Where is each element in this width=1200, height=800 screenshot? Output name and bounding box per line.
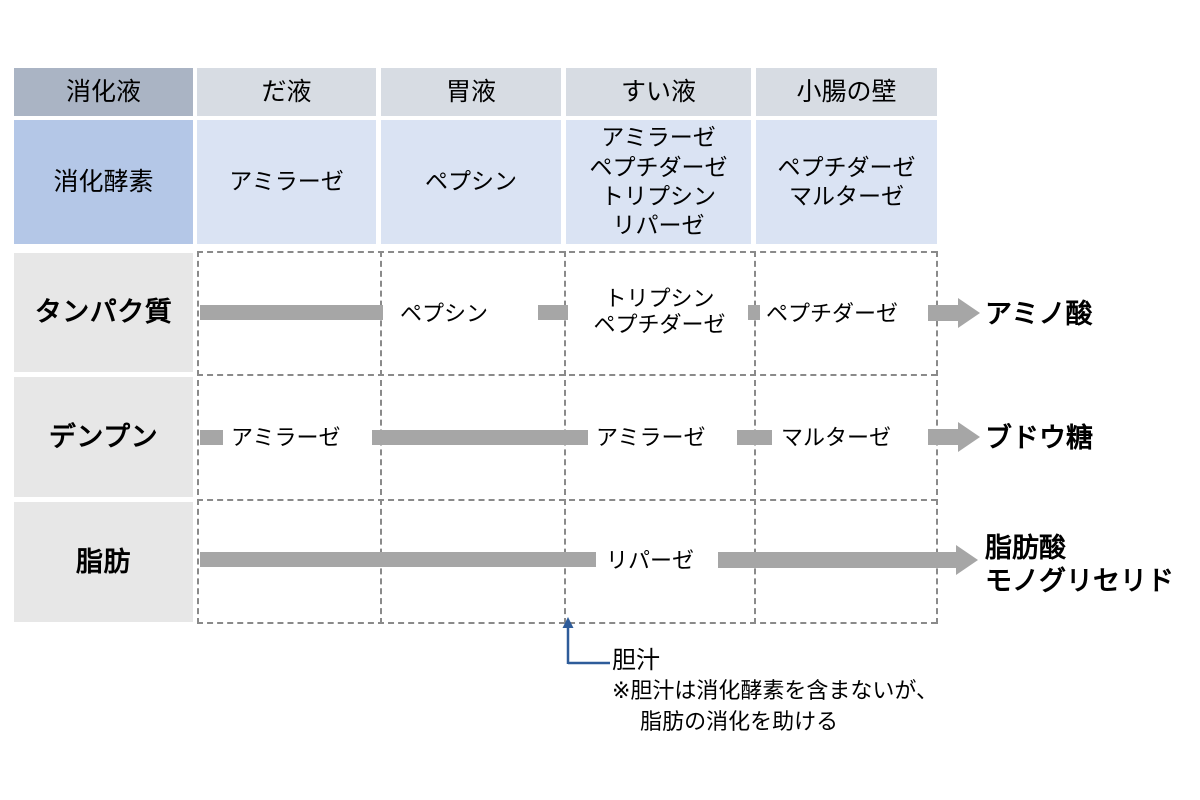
nutrient-label-protein: タンパク質 [14,253,193,372]
fat-lane-label-lipase: リパーゼ [606,548,695,573]
header-column-saliva: だ液 [197,68,376,116]
starch-lane-label-maltase: マルターゼ [781,425,892,450]
bile-callout-leader-line-icon [562,617,610,665]
protein-lane-label-trypsin: トリプシン ペプチダーゼ [593,286,726,337]
starch-bar-segment-3 [737,430,772,445]
fat-bar-segment-1 [200,552,596,567]
starch-bar-segment-2 [372,430,588,445]
grid-hline-top [197,251,937,253]
protein-lane-label-peptidase: ペプチダーゼ [766,301,899,326]
nutrient-label-starch: デンプン [14,377,193,497]
starch-result-arrow-icon [928,422,980,452]
header-column-gastric-juice: 胃液 [381,68,561,116]
starch-lane-label-amylase-1: アミラーゼ [231,425,341,450]
protein-bar-segment-3 [748,305,760,320]
grid-vline-0 [197,251,199,624]
protein-lane-label-pepsin: ペプシン [400,301,489,326]
starch-bar-segment-1 [200,430,223,445]
protein-bar-segment-1 [200,305,383,320]
enzyme-cell-saliva: アミラーゼ [197,120,376,244]
starch-lane-label-amylase-2: アミラーゼ [596,425,706,450]
protein-product-label: アミノ酸 [985,299,1093,329]
enzyme-cell-intestinal-wall: ペプチダーゼ マルターゼ [756,120,937,244]
bile-callout-note-line1: ※胆汁は消化酵素を含まないが、 [612,678,938,703]
protein-result-arrow-icon [928,298,980,328]
bile-callout-note-line2: 脂肪の消化を助ける [612,709,839,734]
grid-hline-2 [197,499,937,501]
nutrient-label-fat: 脂肪 [14,502,193,622]
enzyme-cell-gastric-juice: ペプシン [381,120,561,244]
protein-bar-segment-2 [538,305,568,320]
fat-result-arrow-icon [718,545,980,575]
header-column-intestinal-wall: 小腸の壁 [756,68,937,116]
header-digestive-juice-label: 消化液 [14,68,193,116]
starch-product-label: ブドウ糖 [985,423,1093,453]
grid-hline-1 [197,374,937,376]
bile-callout-title: 胆汁 [612,647,660,674]
fat-product-label: 脂肪酸 モノグリセリド [985,533,1174,596]
header-digestive-enzyme-label: 消化酵素 [14,120,193,244]
header-column-pancreatic-juice: すい液 [566,68,751,116]
enzyme-cell-pancreatic-juice: アミラーゼ ペプチダーゼ トリプシン リパーゼ [566,120,751,244]
